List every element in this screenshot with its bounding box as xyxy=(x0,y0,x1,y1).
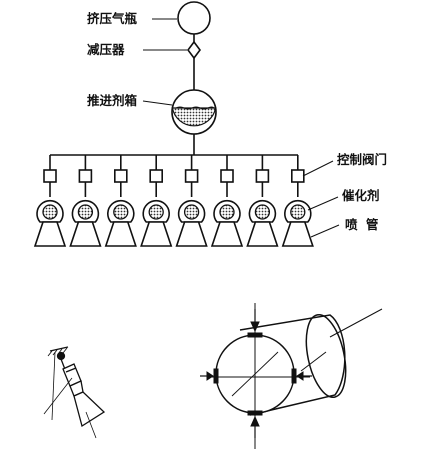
label-control-valve: 控制阀门 xyxy=(337,152,388,167)
nozzle xyxy=(140,221,173,247)
pressurant-bottle xyxy=(177,1,211,35)
control-valve xyxy=(114,169,128,183)
feed-system xyxy=(50,1,298,156)
single-thruster-sketch xyxy=(43,346,106,439)
nozzle xyxy=(281,221,314,247)
control-valve xyxy=(220,169,234,183)
thruster-unit xyxy=(69,155,102,247)
control-valve xyxy=(184,169,199,183)
catalyst-bed xyxy=(254,204,271,220)
thruster-unit xyxy=(33,155,67,247)
label-propellant-tank: 推进剂箱 xyxy=(87,93,138,108)
control-valve xyxy=(149,169,163,183)
catalyst-bed xyxy=(148,204,164,220)
label-regulator: 减压器 xyxy=(87,42,125,57)
attitude-thrusters xyxy=(206,321,304,427)
control-valve xyxy=(290,169,305,183)
leader-lines xyxy=(142,18,340,238)
nozzle xyxy=(104,221,137,247)
catalyst-bed xyxy=(219,204,235,220)
nozzle xyxy=(175,221,208,247)
pressure-regulator xyxy=(187,40,201,60)
thruster-unit xyxy=(281,155,314,247)
thruster-unit xyxy=(175,155,208,247)
nozzle xyxy=(33,221,67,247)
thrust-arrows xyxy=(200,309,312,438)
thruster-unit xyxy=(210,155,244,247)
label-pressurant-bottle: 挤压气瓶 xyxy=(87,11,138,26)
nozzle xyxy=(246,221,279,247)
catalyst-bed xyxy=(42,204,58,220)
propellant-tank xyxy=(171,89,217,135)
control-valve xyxy=(255,169,270,183)
nozzle xyxy=(210,221,244,247)
thruster-unit xyxy=(140,155,173,247)
label-catalyst: 催化剂 xyxy=(342,188,380,203)
catalyst-bed xyxy=(77,204,94,220)
control-valve xyxy=(78,169,93,183)
control-valve xyxy=(43,169,57,183)
thruster-unit xyxy=(246,155,279,247)
nozzle xyxy=(69,221,102,247)
vehicle-body-sketch xyxy=(208,303,383,449)
thruster-unit xyxy=(104,155,137,247)
label-nozzle: 喷 管 xyxy=(345,217,381,232)
catalyst-bed xyxy=(113,204,129,220)
catalyst-bed xyxy=(183,204,200,220)
thruster-row xyxy=(33,155,314,247)
catalyst-bed xyxy=(290,204,306,220)
